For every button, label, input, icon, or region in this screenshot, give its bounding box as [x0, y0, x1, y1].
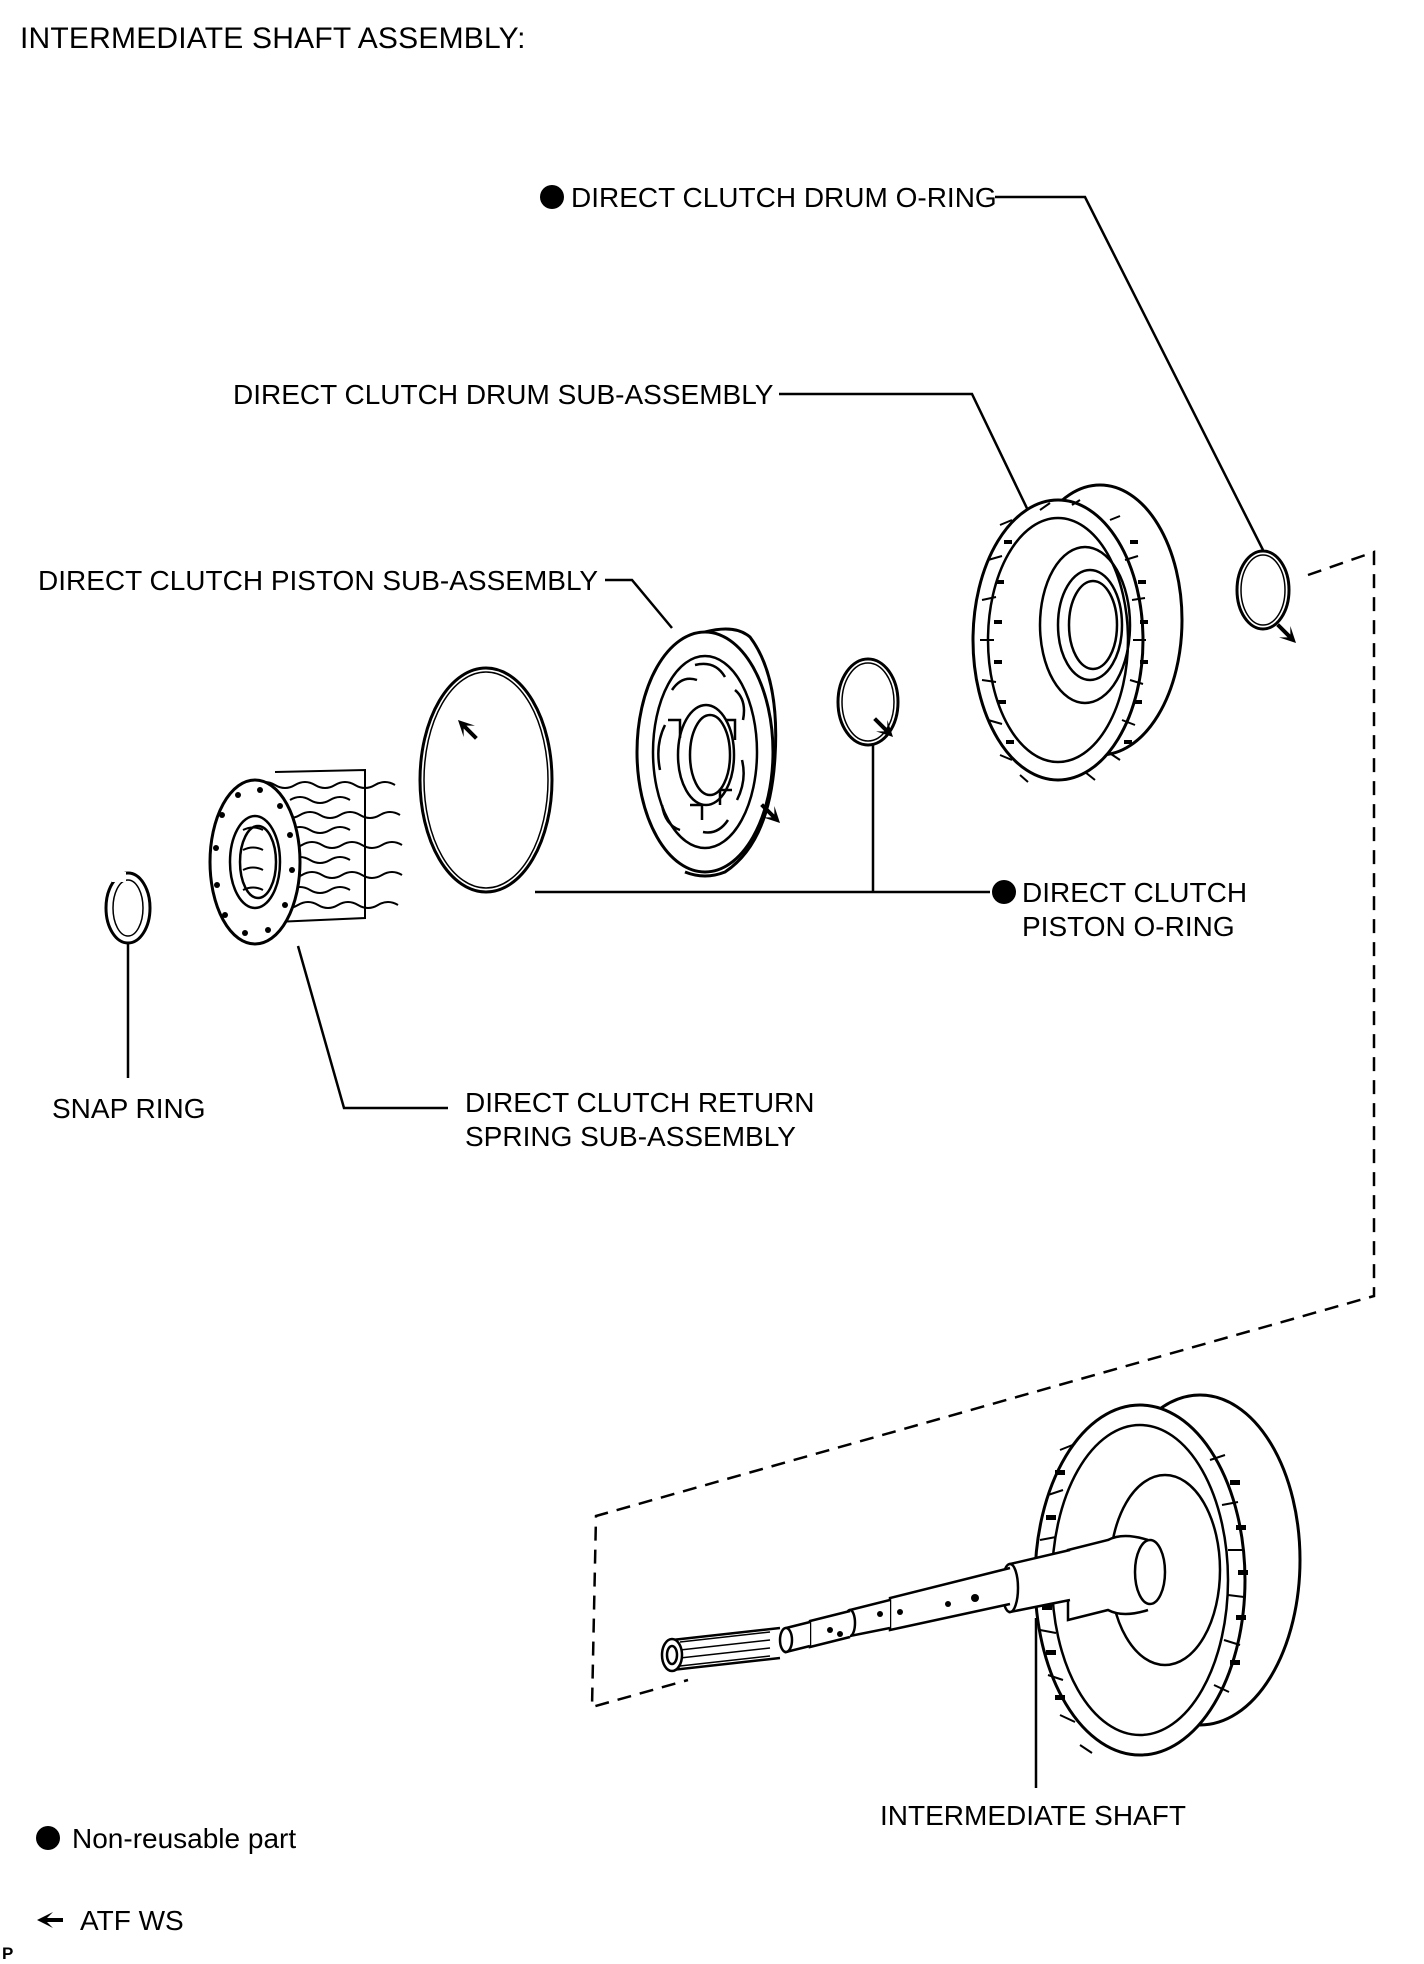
label-return-spring-line2: SPRING SUB-ASSEMBLY	[465, 1121, 796, 1152]
diagram-title: INTERMEDIATE SHAFT ASSEMBLY:	[20, 22, 526, 55]
non-reusable-icon	[540, 185, 564, 209]
label-drum-sub-assembly: DIRECT CLUTCH DRUM SUB-ASSEMBLY	[233, 379, 774, 410]
label-piston-oring-line2: PISTON O-RING	[1022, 911, 1235, 942]
drum-sub-assembly-part	[971, 483, 1184, 783]
return-spring-part	[208, 768, 403, 946]
leader-lines	[126, 195, 1265, 1788]
non-reusable-icon	[992, 880, 1016, 904]
assembly-dashed-outline	[590, 550, 1376, 1709]
legend-atf-arrow-icon	[37, 1912, 63, 1928]
snap-ring-part	[104, 871, 152, 945]
label-drum-oring: DIRECT CLUTCH DRUM O-RING	[571, 182, 997, 213]
label-return-spring-line1: DIRECT CLUTCH RETURN	[465, 1087, 815, 1118]
legend-non-reusable-label: Non-reusable part	[72, 1823, 296, 1854]
large-piston-oring-part	[418, 666, 554, 894]
label-piston-oring-line1: DIRECT CLUTCH	[1022, 877, 1247, 908]
corner-mark: P	[2, 1944, 14, 1963]
small-piston-oring-part	[836, 657, 900, 747]
legend-atf-label: ATF WS	[80, 1905, 184, 1936]
label-intermediate-shaft: INTERMEDIATE SHAFT	[880, 1800, 1186, 1831]
label-piston-sub-assembly: DIRECT CLUTCH PISTON SUB-ASSEMBLY	[38, 565, 598, 596]
label-snap-ring: SNAP RING	[52, 1093, 206, 1124]
intermediate-shaft-part	[660, 1393, 1302, 1757]
drum-oring-part	[1235, 549, 1291, 631]
legend-non-reusable-icon	[36, 1826, 60, 1850]
piston-sub-assembly-part	[635, 627, 778, 878]
